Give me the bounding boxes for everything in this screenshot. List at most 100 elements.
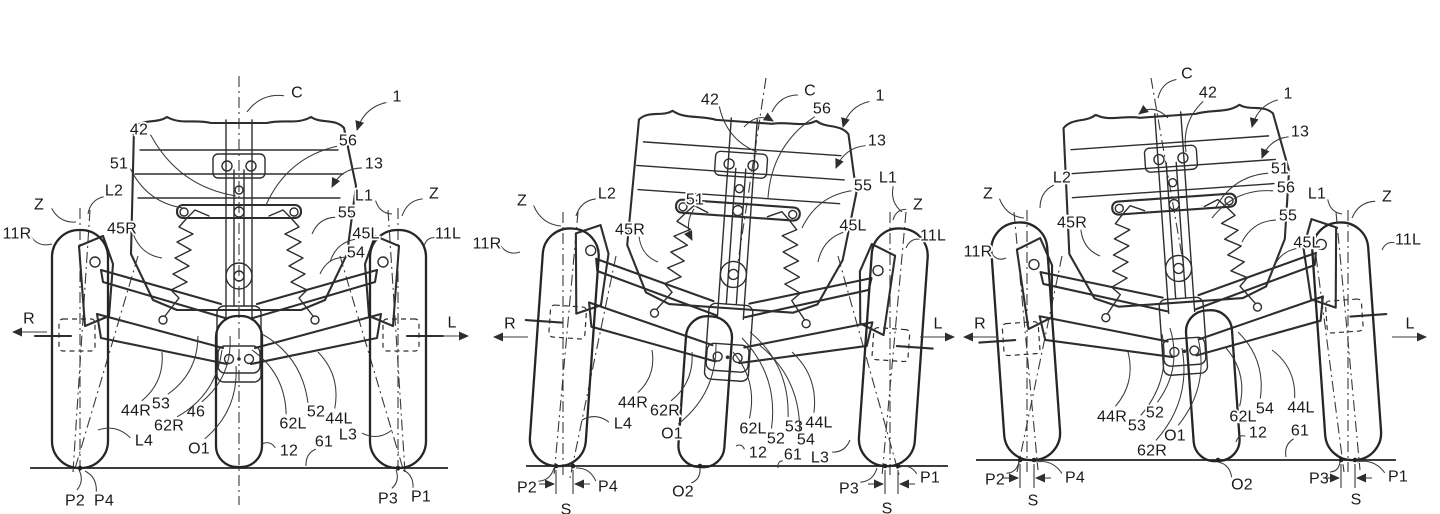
leader-line	[1140, 333, 1165, 416]
leader-line	[1261, 136, 1289, 159]
leader-line	[1215, 172, 1269, 208]
leader-line	[1157, 327, 1175, 403]
wheel-plane-lines	[553, 211, 907, 477]
ref-label-52: 52	[767, 431, 785, 448]
leader-line	[87, 196, 104, 215]
leader-line	[1285, 438, 1294, 458]
leader-line	[1330, 461, 1341, 473]
ref-label-56: 56	[339, 133, 357, 150]
ref-label-44L: 44L	[805, 415, 832, 432]
ref-label-11R: 11R	[964, 244, 993, 261]
ref-label-11L: 11L	[1395, 232, 1421, 249]
leader-line	[677, 343, 717, 425]
leader-line	[1211, 190, 1274, 219]
leader-line	[129, 168, 184, 209]
ref-label-51: 51	[686, 192, 704, 209]
ref-label-42: 42	[1199, 85, 1217, 102]
leader-line	[841, 101, 870, 128]
ref-label-L2: L2	[598, 186, 616, 203]
ref-label-P4: P4	[598, 479, 618, 496]
leader-line	[835, 145, 866, 169]
ref-label-45L: 45L	[1293, 235, 1320, 252]
ref-label-O1: O1	[1164, 428, 1186, 445]
leader-line	[575, 467, 597, 482]
leader-line	[246, 94, 285, 113]
ref-label-62R: 62R	[650, 403, 680, 420]
leader-line	[1184, 101, 1204, 153]
leader-line	[999, 198, 1025, 219]
ref-label-52: 52	[1146, 405, 1164, 422]
ref-label-62R: 62R	[154, 418, 184, 435]
ref-label-11R: 11R	[3, 226, 32, 243]
leader-line	[1155, 347, 1185, 441]
leader-line	[317, 351, 337, 409]
ref-label-S: S	[1028, 493, 1039, 510]
ref-label-O2: O2	[672, 484, 694, 501]
ref-label-42: 42	[701, 92, 719, 109]
ref-label-44L: 44L	[325, 411, 352, 428]
leader-line	[1225, 347, 1243, 407]
ref-label-L1: L1	[879, 170, 897, 187]
leader-line	[801, 190, 852, 229]
ref-label-L1: L1	[1308, 186, 1326, 203]
leader-line	[265, 145, 338, 206]
ref-label-P3: P3	[839, 481, 859, 498]
ref-label-P2: P2	[65, 493, 85, 510]
ref-label-45R: 45R	[615, 222, 645, 239]
ref-label-L4: L4	[135, 433, 153, 450]
ref-label-P2: P2	[517, 480, 537, 497]
leader-line	[1080, 229, 1101, 257]
ref-label-P4: P4	[1065, 470, 1085, 487]
leader-line	[76, 469, 82, 491]
leader-line	[51, 208, 77, 223]
ref-label-45L: 45L	[352, 226, 379, 243]
ref-label-L2: L2	[1053, 170, 1071, 187]
ref-label-S: S	[882, 501, 893, 514]
ref-label-R: R	[504, 316, 516, 333]
leader-line	[1271, 247, 1297, 273]
ref-label-13: 13	[1291, 124, 1309, 141]
leader-line	[718, 106, 758, 153]
ref-label-S: S	[1351, 492, 1362, 509]
leader-line	[305, 448, 317, 467]
leader-line	[1327, 199, 1343, 215]
leader-line	[141, 351, 163, 402]
ref-label-44R: 44R	[618, 395, 648, 412]
ref-label-Z: Z	[34, 197, 44, 214]
leader-line	[355, 101, 387, 131]
ref-label-12: 12	[749, 445, 767, 462]
ref-label-45R: 45R	[1057, 215, 1087, 232]
ref-label-L3: L3	[339, 427, 357, 444]
leader-line	[891, 186, 903, 213]
leader-line	[261, 442, 276, 449]
leader-line	[860, 467, 878, 483]
leader-line	[832, 439, 851, 453]
leader-line	[1217, 461, 1233, 478]
ref-label-C: C	[1181, 66, 1193, 83]
kingpin-lines	[1016, 255, 1345, 473]
leader-line	[29, 235, 53, 246]
leader-line	[251, 349, 287, 415]
ref-label-53: 53	[152, 396, 170, 413]
leader-line	[905, 238, 921, 249]
ref-label-L: L	[1405, 316, 1414, 333]
ref-label-45R: 45R	[107, 221, 137, 238]
ref-label-L3: L3	[811, 450, 829, 467]
ref-label-51: 51	[1271, 161, 1289, 178]
leader-line	[201, 335, 231, 403]
s-dimension-ticks	[1019, 464, 1035, 488]
ref-label-44L: 44L	[1287, 400, 1314, 417]
leader-line	[991, 253, 1007, 260]
ref-label-1: 1	[1283, 86, 1292, 103]
leader-line	[1241, 219, 1276, 243]
leader-line	[767, 116, 816, 199]
ref-label-P2: P2	[985, 472, 1005, 489]
leader-line	[500, 245, 521, 254]
ref-label-54: 54	[797, 432, 815, 449]
ref-label-61: 61	[315, 434, 333, 451]
ref-label-L2: L2	[105, 183, 123, 200]
